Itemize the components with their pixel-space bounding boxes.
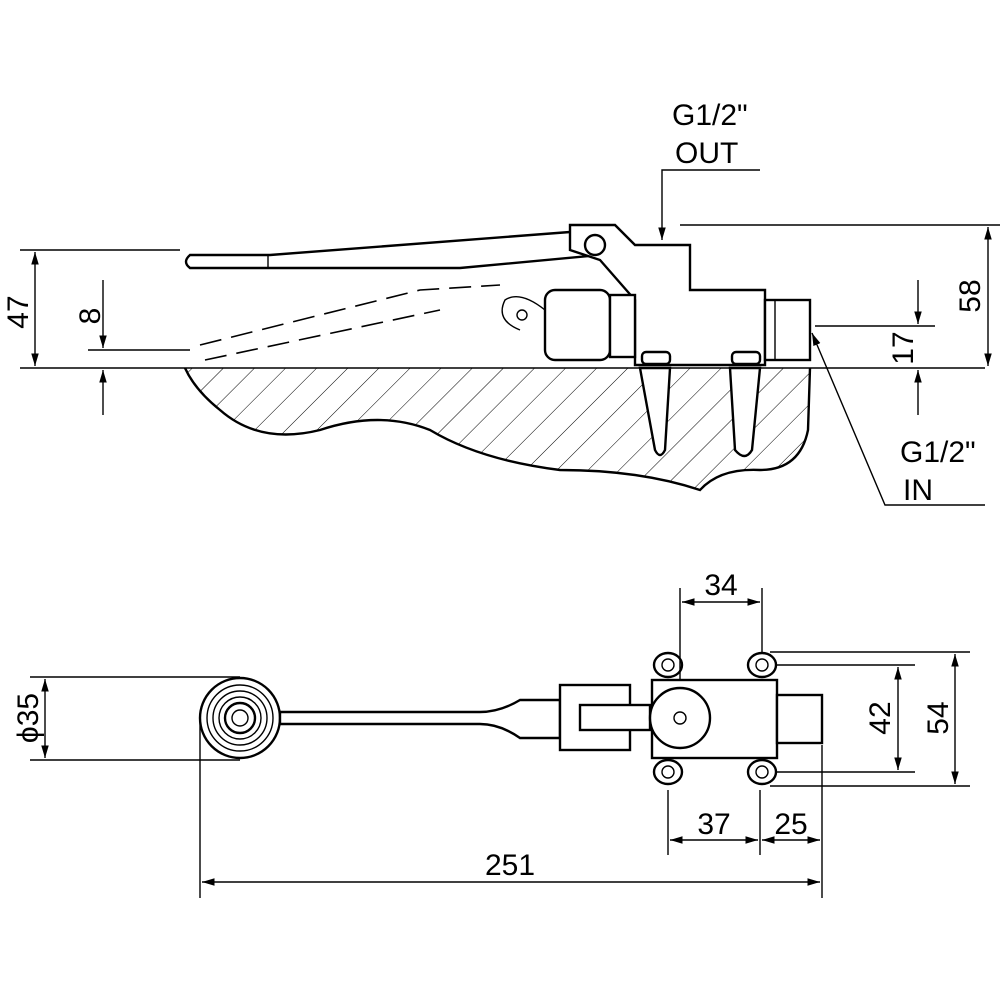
inlet-label-in: IN <box>903 474 933 507</box>
dim-17: 17 <box>887 331 920 364</box>
inlet-connector-top <box>775 693 824 745</box>
pedal-pressed-outline <box>199 284 501 346</box>
dim-42: 42 <box>864 701 897 734</box>
dim-37: 37 <box>697 808 730 841</box>
inlet-label-thread: G1/2" <box>900 436 976 469</box>
floor-section-hatched <box>183 367 812 492</box>
top-view: 34 ϕ35 42 54 37 25 251 <box>12 569 970 898</box>
dim-54: 54 <box>922 701 955 734</box>
dim-8: 8 <box>74 308 107 325</box>
dim-25: 25 <box>774 808 807 841</box>
actuator-top <box>648 686 712 750</box>
wall-anchor-left <box>638 366 672 457</box>
side-view: G1/2" OUT G1/2" IN 47 8 58 17 <box>2 99 1000 507</box>
actuator-cap <box>543 288 612 362</box>
pedal-arm <box>278 698 562 740</box>
mounting-screws <box>652 651 778 786</box>
dim-58: 58 <box>954 279 987 312</box>
dim-diameter-35: ϕ35 <box>12 693 45 743</box>
pivot-pin <box>583 233 607 257</box>
pedal-pad <box>198 676 282 760</box>
pedal-lever <box>184 230 602 270</box>
dim-34: 34 <box>704 569 737 602</box>
dim-251: 251 <box>485 849 535 882</box>
outlet-label-out: OUT <box>675 137 738 170</box>
inlet-connector <box>763 298 812 362</box>
wall-anchor-right <box>728 366 762 458</box>
outlet-label-thread: G1/2" <box>672 99 748 132</box>
dim-47: 47 <box>2 295 35 328</box>
